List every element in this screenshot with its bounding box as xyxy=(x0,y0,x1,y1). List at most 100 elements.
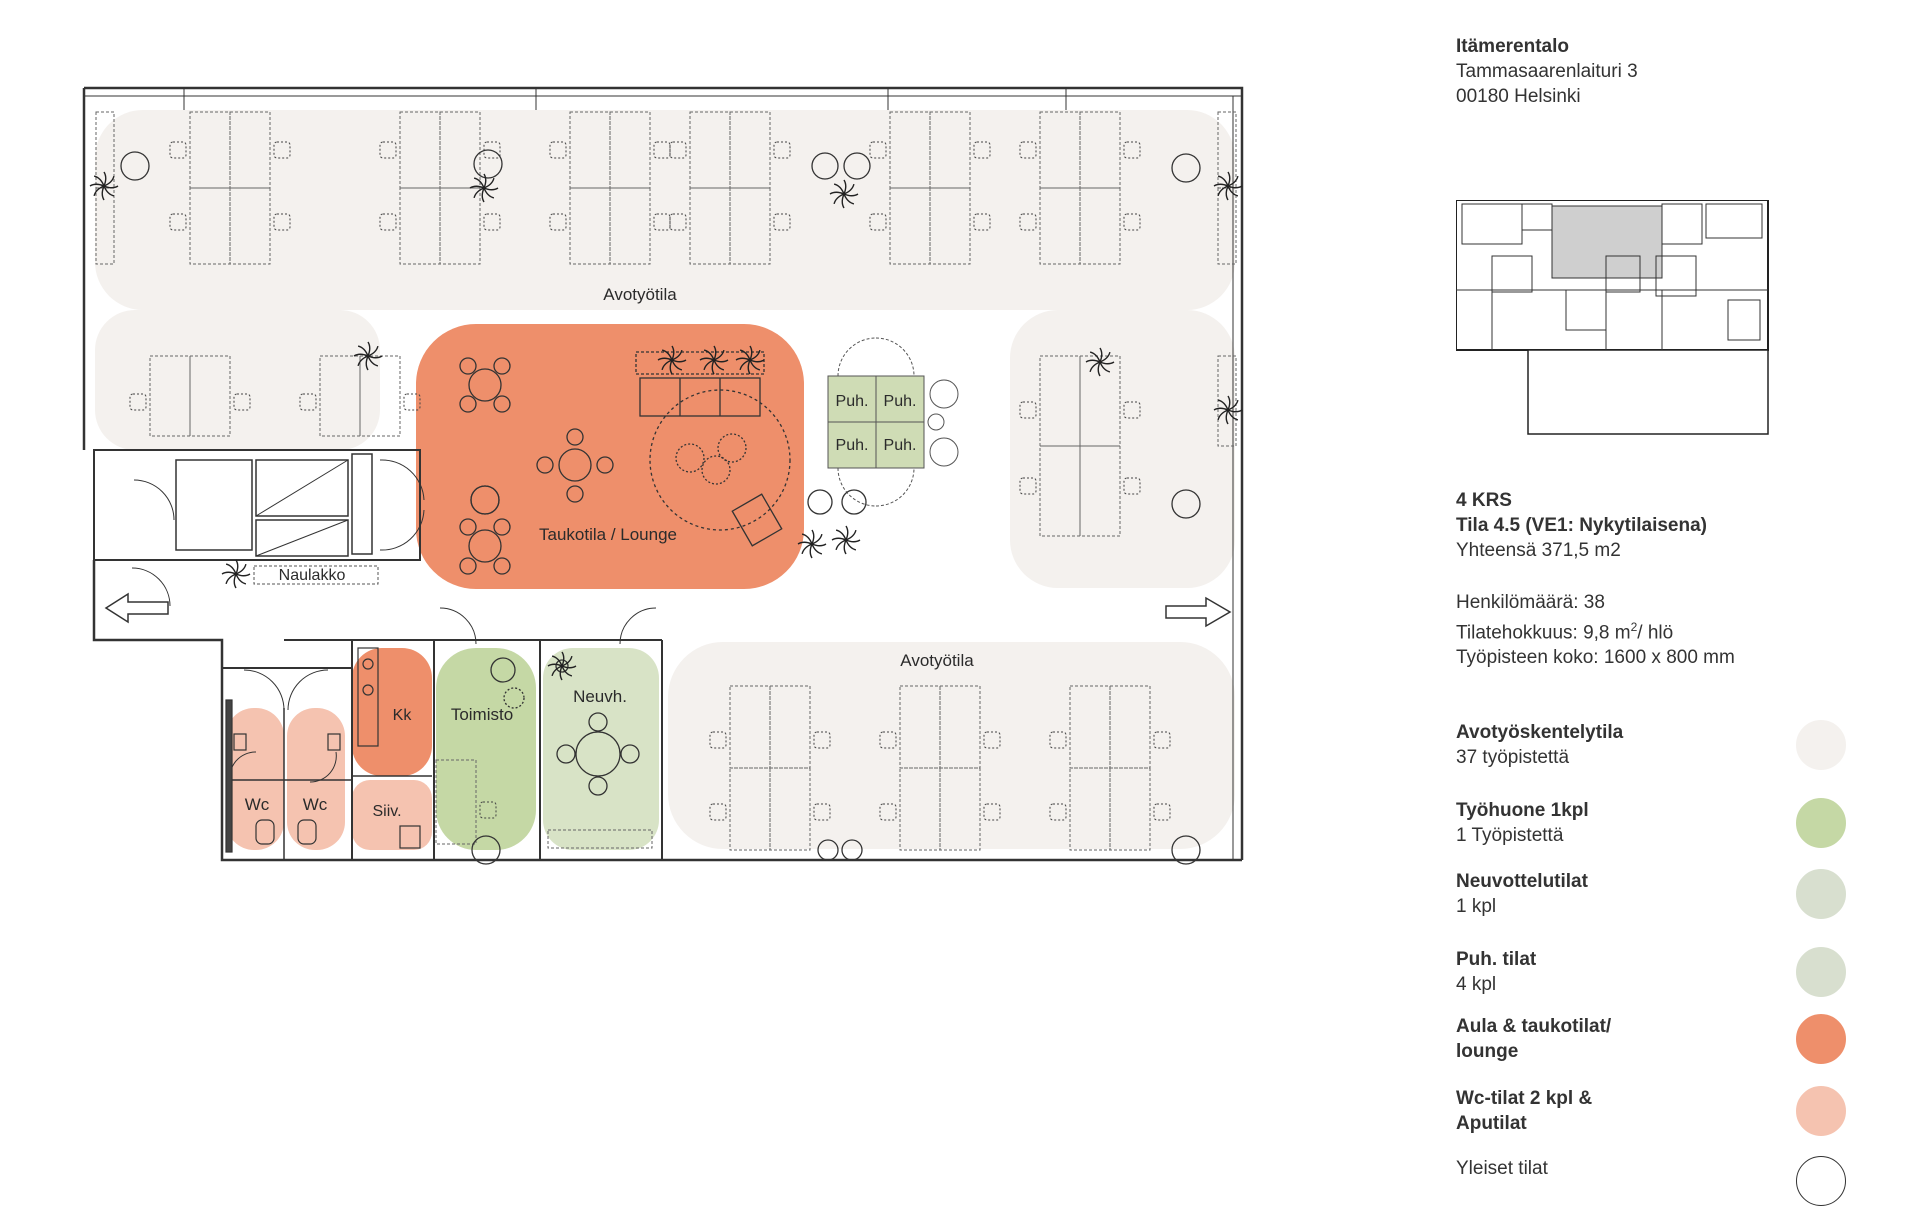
chair xyxy=(669,141,687,159)
efficiency-prefix: Tilatehokkuus: 9,8 m xyxy=(1456,622,1631,644)
chair xyxy=(233,393,251,411)
desk xyxy=(1079,187,1121,265)
zone-wc-1[interactable] xyxy=(226,708,284,850)
legend-item: Aula & taukotilat/lounge xyxy=(1456,1014,1876,1064)
legend-item-count: lounge xyxy=(1456,1041,1519,1062)
zone-wc-2[interactable] xyxy=(287,708,345,850)
chair xyxy=(1019,213,1037,231)
legend-item-name: Puh. tilat xyxy=(1456,949,1537,970)
chair xyxy=(709,731,727,749)
zone-open-right[interactable] xyxy=(1010,310,1235,588)
desk xyxy=(729,187,771,265)
desk xyxy=(1039,187,1081,265)
chair xyxy=(653,141,671,159)
legend-item: Avotyöskentelytila 37 työpistettä xyxy=(1456,720,1876,770)
zone-meeting[interactable] xyxy=(543,648,659,850)
label-phone-4: Puh. xyxy=(884,437,917,454)
desk xyxy=(609,187,651,265)
plant-icon xyxy=(469,173,499,203)
chair xyxy=(549,141,567,159)
desk xyxy=(889,187,931,265)
chair xyxy=(1049,803,1067,821)
chair xyxy=(1153,731,1171,749)
plant-icon xyxy=(797,529,827,559)
zone-open-top[interactable] xyxy=(95,110,1235,310)
chair xyxy=(1153,803,1171,821)
legend-item-name: Aula & taukotilat/ xyxy=(1456,1016,1612,1037)
desk xyxy=(95,187,115,265)
legend-item-name: Avotyöskentelytila xyxy=(1456,722,1624,743)
walls xyxy=(82,86,1244,862)
chair xyxy=(403,393,421,411)
chair xyxy=(1123,401,1141,419)
chair xyxy=(973,141,991,159)
plant-icon xyxy=(735,345,765,375)
legend-swatch xyxy=(1796,1014,1846,1064)
zone-kitchen[interactable] xyxy=(352,648,432,776)
efficiency-sup: 2 xyxy=(1630,620,1638,634)
chair xyxy=(1019,477,1037,495)
desk xyxy=(769,767,811,851)
plant-icon xyxy=(831,525,861,555)
desk xyxy=(929,187,971,265)
chair xyxy=(879,731,897,749)
chair xyxy=(1123,141,1141,159)
desk xyxy=(359,355,401,437)
legend-swatch xyxy=(1796,1156,1846,1206)
floor-stats: Henkilömäärä: 38 Tilatehokkuus: 9,8 m2/ … xyxy=(1456,590,1876,670)
legend-item-name: Yleiset tilat xyxy=(1456,1158,1548,1179)
plant-icon xyxy=(1213,171,1243,201)
legend-item-count: 37 työpistettä xyxy=(1456,747,1570,768)
label-kitchen: Kk xyxy=(393,707,413,724)
plant-icon xyxy=(547,651,577,681)
chair xyxy=(483,213,501,231)
cloakroom-rack xyxy=(253,565,379,585)
chair xyxy=(709,803,727,821)
chair xyxy=(879,803,897,821)
desk xyxy=(435,759,477,845)
label-lounge: Taukotila / Lounge xyxy=(539,525,677,544)
chair xyxy=(379,213,397,231)
desk xyxy=(689,187,731,265)
legend-swatch xyxy=(1796,798,1846,848)
zone-open-left[interactable] xyxy=(95,310,380,450)
chair xyxy=(273,141,291,159)
floor-summary: 4 KRS Tila 4.5 (VE1: Nykytilaisena) Yhte… xyxy=(1456,488,1876,563)
label-wc-1: Wc xyxy=(245,795,270,814)
desk xyxy=(229,187,271,265)
chair xyxy=(379,141,397,159)
plant-icon xyxy=(699,345,729,375)
plant-icon xyxy=(1213,395,1243,425)
chair xyxy=(129,393,147,411)
plant-icon xyxy=(89,171,119,201)
zone-lounge[interactable] xyxy=(416,324,804,589)
efficiency-suffix: / hlö xyxy=(1637,622,1674,644)
wc-fixtures xyxy=(225,647,421,853)
chair-layer xyxy=(129,141,1171,821)
building-name: Itämerentalo xyxy=(1456,36,1569,57)
desk xyxy=(1109,767,1151,851)
chair xyxy=(1123,477,1141,495)
floor-space: Tila 4.5 (VE1: Nykytilaisena) xyxy=(1456,515,1707,536)
phone-booths xyxy=(827,337,959,507)
zone-cleaning[interactable] xyxy=(352,780,432,850)
zone-open-bottom[interactable] xyxy=(668,642,1235,849)
zone-office[interactable] xyxy=(436,648,536,850)
floor-occupancy: Henkilömäärä: 38 xyxy=(1456,592,1605,613)
floor-plan: Avotyötila Avotyötila Taukotila / Lounge… xyxy=(82,86,1244,865)
legend-item-name: Työhuone 1kpl xyxy=(1456,800,1589,821)
chair xyxy=(1019,401,1037,419)
desk xyxy=(569,187,611,265)
key-plan xyxy=(1456,200,1769,435)
meeting-table xyxy=(490,657,640,796)
building-street: Tammasaarenlaituri 3 xyxy=(1456,61,1638,82)
plant-layer xyxy=(89,171,1243,681)
chair xyxy=(299,393,317,411)
floor-desk-size: Työpisteen koko: 1600 x 800 mm xyxy=(1456,647,1735,669)
chair xyxy=(549,213,567,231)
floor-efficiency: Tilatehokkuus: 9,8 m2/ hlö xyxy=(1456,615,1876,645)
label-phone-2: Puh. xyxy=(884,393,917,410)
desk xyxy=(439,187,481,265)
